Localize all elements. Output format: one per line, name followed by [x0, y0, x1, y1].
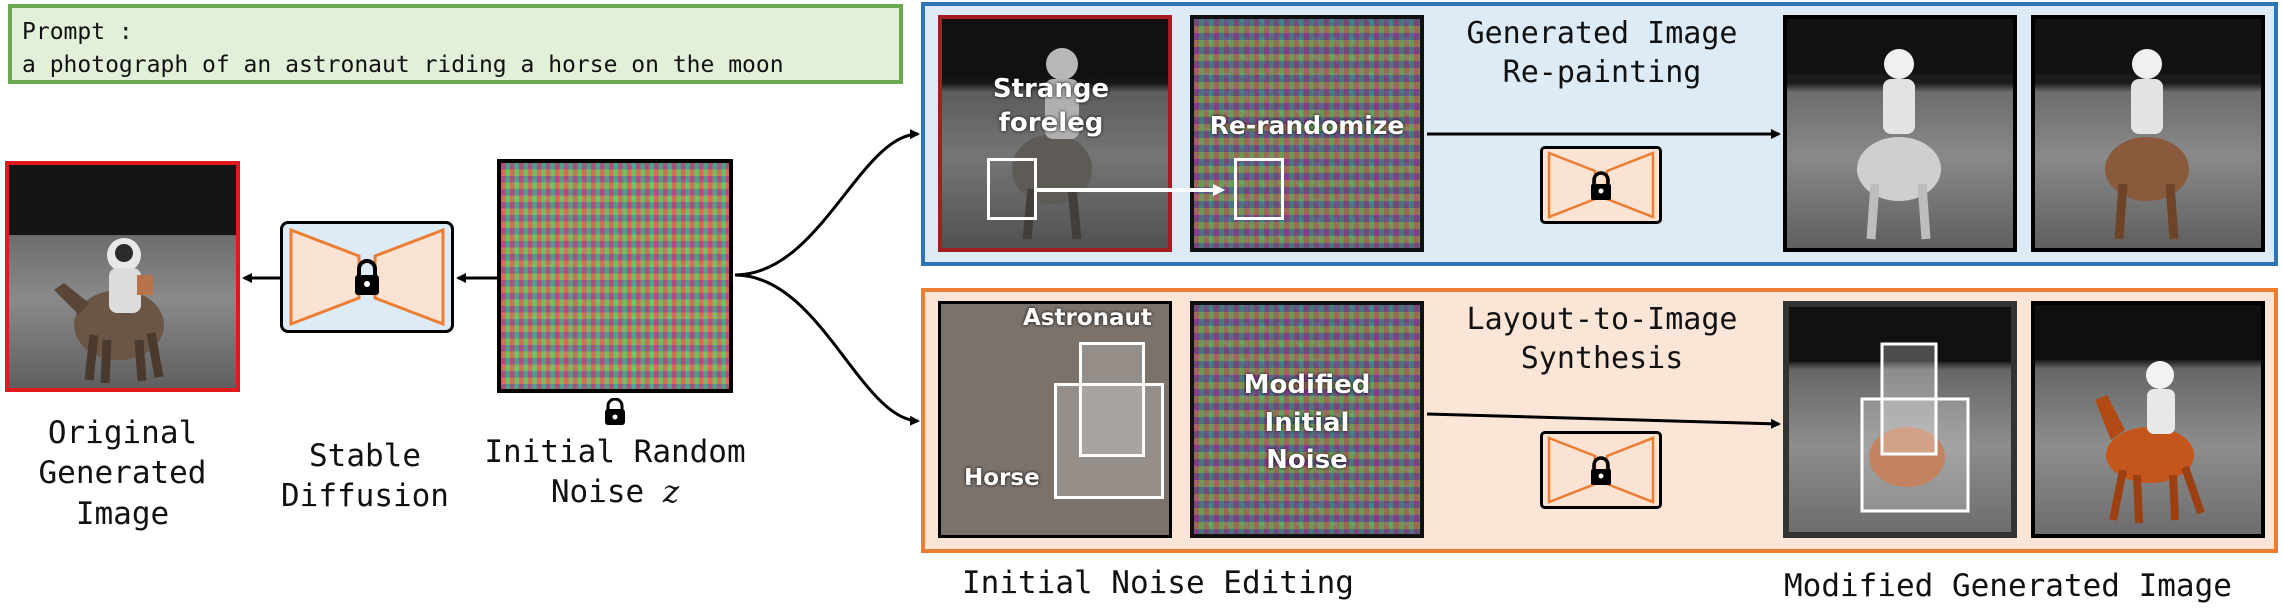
astronaut-label: Astronaut	[1023, 305, 1152, 331]
stable-diffusion-label: Stable Diffusion	[281, 438, 449, 515]
astronaut-horse-picture	[2035, 305, 2261, 524]
prompt-heading: Prompt :	[22, 19, 133, 45]
horse-layout-box	[1054, 383, 1164, 499]
original-image-label: Original Generated Image	[38, 415, 207, 532]
repainted-image-2	[2031, 15, 2265, 252]
lock-icon	[355, 259, 379, 295]
initial-noise-editing-label: Initial Noise Editing	[962, 565, 1354, 601]
synthesis-model-block	[1540, 431, 1662, 509]
synthesis-arrow	[1427, 412, 1781, 429]
prompt-text: a photograph of an astronaut riding a ho…	[22, 52, 784, 79]
initial-noise-label: Initial Random Noise z	[470, 432, 760, 513]
astronaut-horse-picture	[2035, 19, 2261, 240]
lock-icon	[1591, 171, 1611, 200]
repainting-title: Generated Image Re-painting	[1466, 16, 1738, 90]
repaint-arrow	[1427, 129, 1781, 139]
synthesized-final-image	[2031, 301, 2265, 538]
rerandomized-noise-image	[1190, 15, 1424, 252]
stable-diffusion-block	[280, 221, 454, 333]
strange-foreleg-label: Strange foreleg	[992, 74, 1110, 138]
original-generated-image	[5, 161, 240, 392]
horse-label: Horse	[964, 465, 1040, 491]
astronaut-horse-picture	[9, 165, 236, 384]
lock-icon	[1591, 456, 1611, 485]
astronaut-horse-picture	[1789, 307, 2011, 513]
initial-noise-text: Initial Random Noise	[484, 434, 746, 511]
rerandomized-region-box	[1234, 158, 1284, 220]
curve-to-bottom-panel	[734, 273, 920, 426]
repaint-model-block	[1540, 146, 1662, 224]
region-transfer-arrow	[1037, 184, 1225, 196]
modified-generated-image-label: Modified Generated Image	[1784, 568, 2232, 604]
synthesized-layout-image	[1783, 301, 2017, 538]
layout-synthesis-title: Layout-to-Image Synthesis	[1466, 302, 1738, 376]
repaint-source-image	[938, 15, 1172, 252]
astronaut-horse-picture	[1787, 19, 2013, 240]
modified-initial-noise-image	[1190, 301, 1424, 538]
repainted-image-1	[1783, 15, 2017, 252]
curve-to-top-panel	[734, 129, 920, 277]
encoder-decoder-icon	[1547, 151, 1655, 219]
prompt-box: Prompt : a photograph of an astronaut ri…	[8, 4, 903, 84]
lock-icon	[605, 398, 625, 425]
encoder-decoder-icon	[1547, 436, 1655, 504]
foreleg-region-box	[987, 158, 1037, 220]
astronaut-layout-box	[1079, 342, 1145, 457]
noise-symbol: z	[662, 474, 680, 511]
astronaut-horse-picture	[942, 19, 1168, 240]
re-randomize-label: Re-randomize	[1209, 111, 1405, 140]
encoder-decoder-icon	[289, 227, 445, 327]
modified-noise-label: Modified Initial Noise	[1243, 370, 1371, 476]
initial-random-noise-image	[497, 159, 733, 393]
